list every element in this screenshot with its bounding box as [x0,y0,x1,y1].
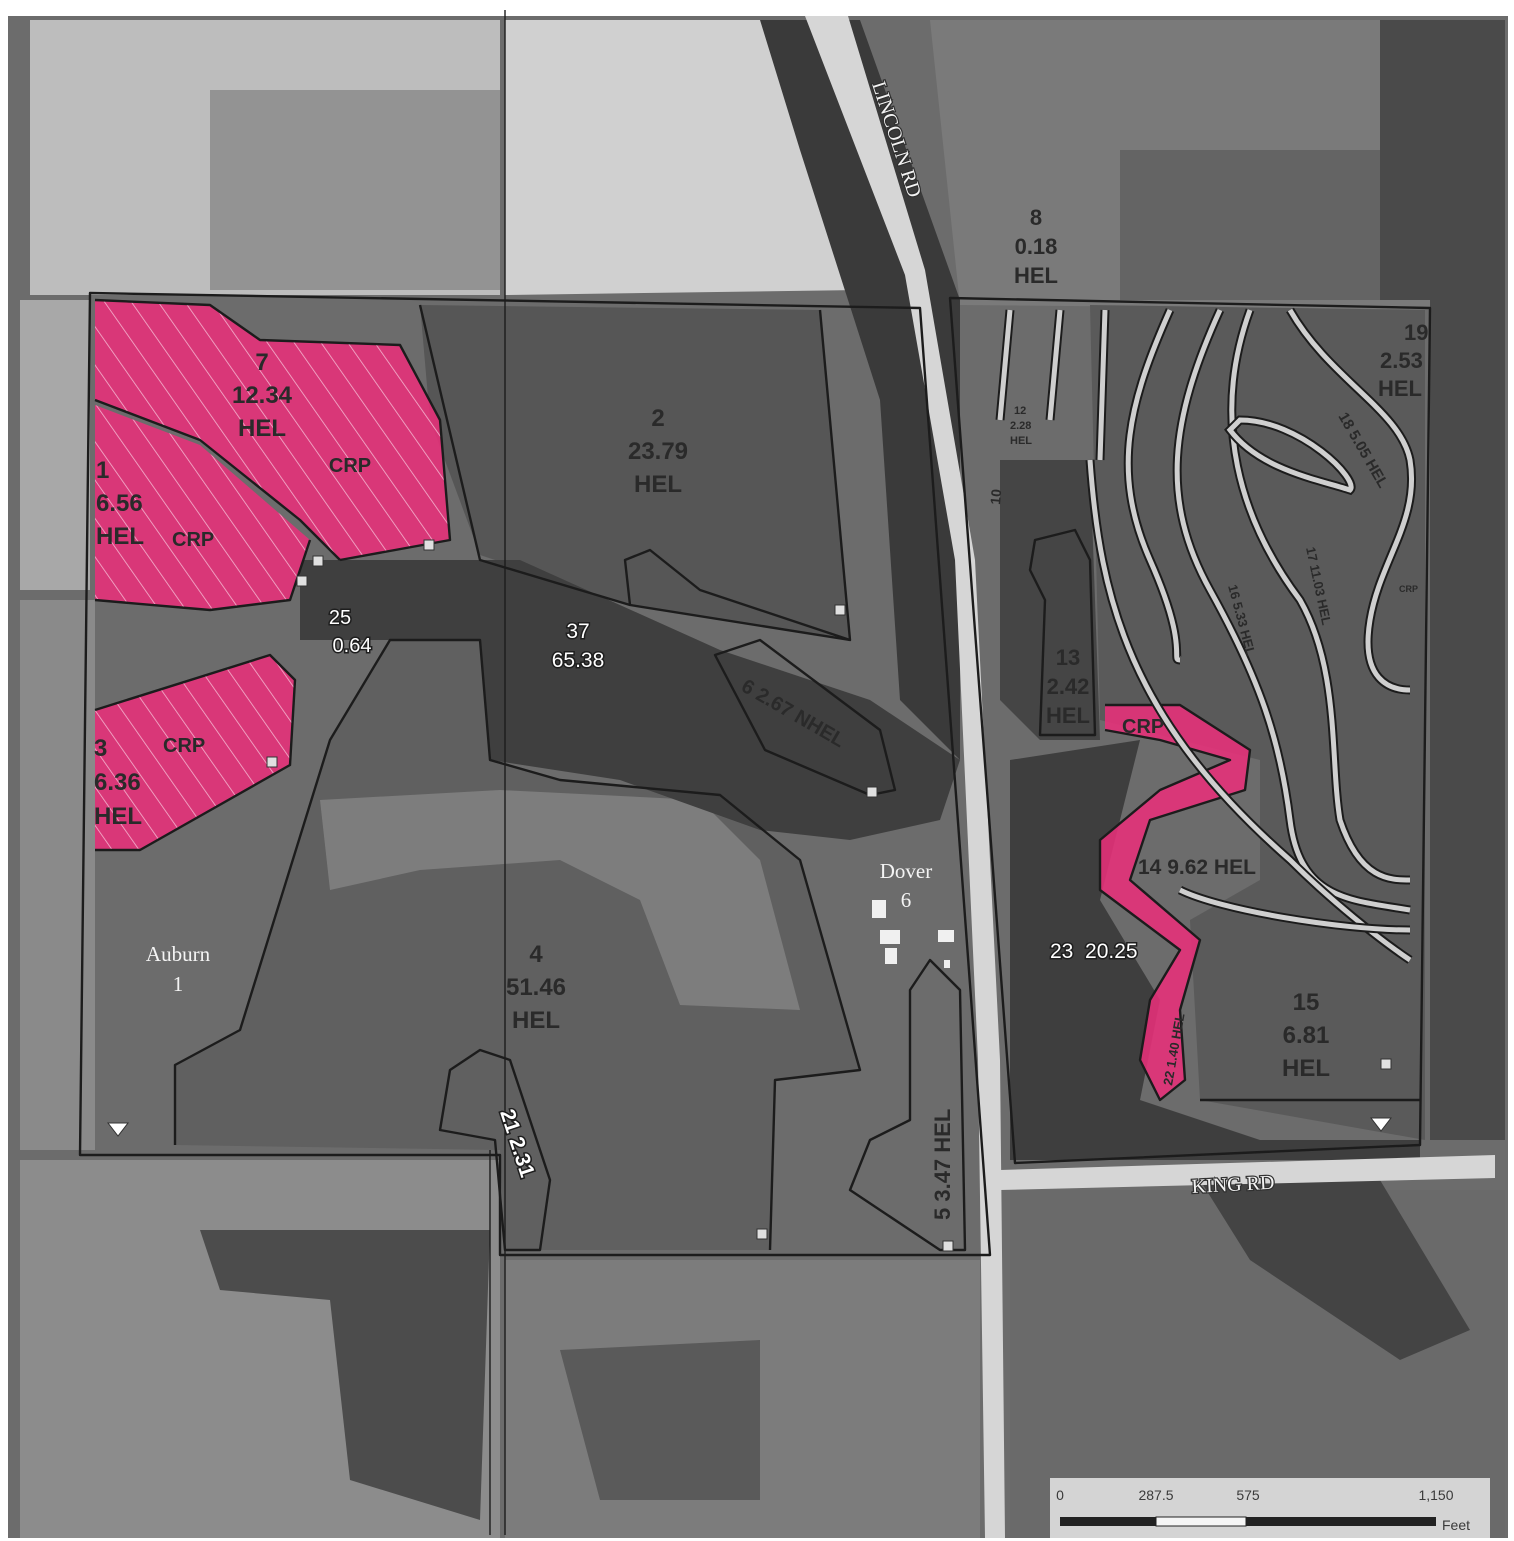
field-label-3: 3 6.36 HEL CRP [94,735,205,830]
field-label-10: 10 [987,488,1004,505]
field-label-4: 4 51.46 HEL [506,941,566,1034]
township-number-dover: 6 [901,888,912,912]
svg-text:HEL: HEL [96,523,144,550]
svg-text:12.34: 12.34 [232,382,293,409]
field-label-12: 12 2.28 HEL [1010,405,1032,447]
svg-text:HEL: HEL [1282,1055,1330,1082]
svg-text:65.38: 65.38 [552,649,605,672]
township-number-auburn: 1 [173,972,184,996]
svg-text:23.79: 23.79 [628,438,688,465]
svg-text:Feet: Feet [1442,1517,1470,1533]
svg-text:HEL: HEL [512,1007,560,1034]
road-label-king: KING RD [1191,1172,1275,1198]
contour-strips [995,307,1416,964]
svg-text:HEL: HEL [238,415,286,442]
svg-text:2.53: 2.53 [1380,348,1423,373]
svg-text:0.64: 0.64 [333,635,372,657]
field-label-5: 5 3.47 HEL [930,1109,955,1220]
township-name-auburn: Auburn [146,942,211,966]
svg-text:1,150: 1,150 [1418,1487,1453,1503]
svg-text:3: 3 [94,735,107,762]
township-name-dover: Dover [880,859,932,883]
field-label-37: 37 65.38 [550,619,606,674]
svg-text:HEL: HEL [1014,263,1058,288]
svg-text:HEL: HEL [1010,435,1032,447]
svg-text:37: 37 [566,620,589,643]
svg-text:575: 575 [1236,1487,1260,1503]
svg-text:287.5: 287.5 [1138,1487,1173,1503]
field-label-14: 14 9.62 HEL [1138,856,1256,879]
svg-text:25: 25 [329,607,351,629]
svg-text:CRP: CRP [163,735,205,757]
svg-text:2.42: 2.42 [1047,674,1090,699]
svg-text:HEL: HEL [94,803,142,830]
field-boundaries [78,291,1432,1257]
svg-text:12: 12 [1014,405,1026,417]
svg-text:15: 15 [1293,989,1320,1016]
field-label-7: 7 12.34 HEL CRP [232,349,371,477]
svg-text:0: 0 [1056,1487,1064,1503]
svg-text:6.56: 6.56 [96,490,143,517]
svg-text:19: 19 [1404,320,1428,345]
svg-text:13: 13 [1056,645,1080,670]
field-label-15: 15 6.81 HEL [1282,989,1330,1082]
farmstead-buildings [872,900,954,968]
field-label-19: 19 2.53 HEL [1378,320,1428,401]
crp-label-east: CRP [1122,716,1164,738]
field-label-25: 25 0.64 [327,606,373,659]
svg-text:CRP: CRP [329,455,371,477]
svg-text:HEL: HEL [634,471,682,498]
field-label-2: 2 23.79 HEL [628,405,688,498]
svg-text:2.28: 2.28 [1010,420,1031,432]
section-lines [489,10,506,1535]
field-markers [106,539,1393,1252]
svg-text:1: 1 [96,457,109,484]
svg-text:8: 8 [1030,205,1042,230]
field-label-13: 13 2.42 HEL [1046,645,1090,728]
svg-text:6.81: 6.81 [1283,1022,1330,1049]
svg-text:7: 7 [255,349,268,376]
field-label-23: 23 20.25 [1050,940,1138,963]
svg-text:CRP: CRP [172,529,214,551]
svg-text:51.46: 51.46 [506,974,566,1001]
svg-text:0.18: 0.18 [1015,234,1058,259]
svg-text:4: 4 [529,941,543,968]
svg-text:6.36: 6.36 [94,769,141,796]
svg-text:2: 2 [651,405,664,432]
scale-bar: 0 287.5 575 1,150 Feet [1050,1478,1490,1538]
svg-text:HEL: HEL [1046,703,1090,728]
svg-text:HEL: HEL [1378,376,1422,401]
crp-label-small: CRP [1399,584,1418,594]
field-label-1: 1 6.56 HEL CRP [96,457,214,551]
field-label-8: 8 0.18 HEL [1014,205,1058,288]
